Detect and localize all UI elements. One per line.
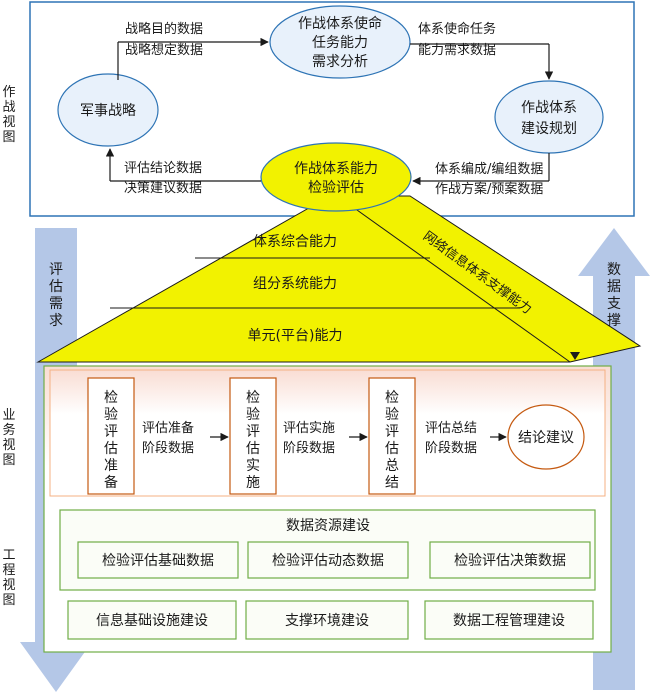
operational-view-label: 作战视图 <box>2 85 16 145</box>
capability-analysis-line2: 任务能力 <box>312 35 368 51</box>
business-flow1-line2: 阶段数据 <box>142 441 194 456</box>
pyramid-level1-label: 体系综合能力 <box>253 234 337 250</box>
flow-top-right-line1: 体系使命任务 <box>418 21 496 37</box>
infra-item-label-1: 信息基础设施建设 <box>96 612 208 629</box>
infra-item-box-1 <box>67 600 237 640</box>
capability-analysis-line1: 作战体系使命 <box>298 15 382 32</box>
stage-prepare-label: 检验评估准备 <box>104 390 118 491</box>
infra-item-label-3: 数据工程管理建设 <box>453 613 565 629</box>
flow-bottom-left-line1: 评估结论数据 <box>124 161 202 176</box>
flow-top-left-line1: 战略目的数据 <box>125 21 203 37</box>
flow-top-left-line2: 战略想定数据 <box>125 42 203 58</box>
business-flow3-line1: 评估总结 <box>425 421 477 436</box>
military-strategy-label: 军事战略 <box>80 103 136 119</box>
flow-top-right-line2: 能力需求数据 <box>418 43 496 58</box>
data-item-box-2 <box>247 541 409 579</box>
business-flow3-line2: 阶段数据 <box>425 441 477 456</box>
data-item-box-3 <box>429 541 591 579</box>
capability-evaluation-node <box>260 142 412 212</box>
data-item-label-1: 检验评估基础数据 <box>102 552 214 569</box>
infra-item-label-2: 支撑环境建设 <box>285 613 369 629</box>
capability-analysis-node <box>269 5 411 79</box>
business-flow1-line1: 评估准备 <box>142 420 194 436</box>
military-strategy-node <box>57 73 159 147</box>
engineering-view-label: 工程视图 <box>2 548 16 608</box>
capability-evaluation-line1: 作战体系能力 <box>294 161 378 177</box>
capability-pyramid <box>36 195 642 363</box>
conclusion-node <box>507 404 585 470</box>
data-item-label-3: 检验评估决策数据 <box>454 552 566 569</box>
pyramid-level2-label: 组分系统能力 <box>253 276 337 292</box>
infra-item-box-2 <box>245 600 409 640</box>
eval-demand-label: 评估需求 <box>49 262 63 329</box>
capability-evaluation-line2: 检验评估 <box>308 180 364 196</box>
flow-bottom-right-line1: 体系编成/编组数据 <box>435 162 543 177</box>
capability-analysis-line3: 需求分析 <box>312 54 368 70</box>
business-flow2-line2: 阶段数据 <box>283 441 335 456</box>
construction-planning-node <box>494 80 604 154</box>
flow-bottom-right-line2: 作战方案/预案数据 <box>435 181 543 197</box>
data-support-label: 数据支撑 <box>607 262 621 329</box>
construction-planning-line1: 作战体系 <box>521 100 577 116</box>
stage-implement-label: 检验评估实施 <box>246 390 260 491</box>
business-flow2-line1: 评估实施 <box>283 421 335 436</box>
stage-summary-box <box>368 377 416 495</box>
stage-implement-box <box>229 377 277 495</box>
infra-item-box-3 <box>424 600 594 640</box>
business-view-label: 业务视图 <box>2 408 16 468</box>
pyramid-level3-label: 单元(平台)能力 <box>248 328 343 344</box>
data-resource-title: 数据资源建设 <box>286 518 370 534</box>
stage-prepare-box <box>87 377 135 495</box>
data-item-label-2: 检验评估动态数据 <box>272 553 384 569</box>
flow-bottom-left-line2: 决策建议数据 <box>124 180 202 196</box>
stage-summary-label: 检验评估总结 <box>385 390 399 491</box>
conclusion-label: 结论建议 <box>518 430 574 446</box>
construction-planning-line2: 建设规划 <box>521 121 577 137</box>
data-item-box-1 <box>77 541 239 579</box>
